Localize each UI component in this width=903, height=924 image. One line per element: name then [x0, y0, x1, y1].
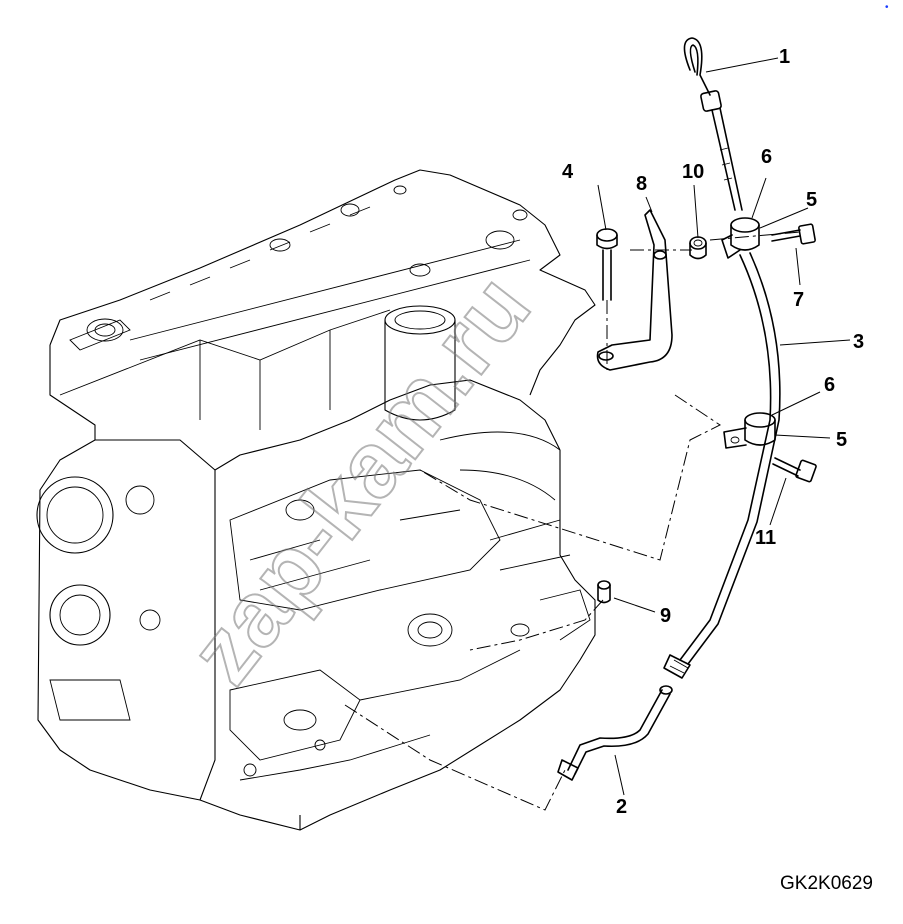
part-dipstick-handle [683, 37, 743, 211]
callout-6: 6 [824, 374, 835, 396]
part-spacer-10 [689, 236, 707, 260]
part-bolt-11 [772, 457, 817, 483]
part-bolt-7 [771, 223, 816, 245]
callout-10: 10 [682, 161, 704, 183]
part-lower-tube [557, 685, 673, 781]
callout-2: 2 [616, 796, 627, 818]
part-plug-9 [597, 580, 611, 604]
leader-lines [597, 57, 851, 796]
alignment-lines [344, 231, 801, 811]
part-upper-clamp [721, 217, 760, 259]
callout-5: 5 [806, 189, 817, 211]
engine-block [36, 169, 596, 831]
drawing-code: GK2K0629 [780, 873, 873, 894]
callout-8: 8 [636, 173, 647, 195]
part-guide-tube [663, 252, 781, 679]
callout-1: 1 [779, 46, 790, 68]
callout-5: 5 [836, 429, 847, 451]
callout-11: 11 [755, 527, 776, 549]
callout-3: 3 [853, 331, 864, 353]
callout-9: 9 [660, 605, 671, 627]
part-bracket-8 [596, 209, 673, 371]
callout-6: 6 [761, 146, 772, 168]
part-lower-clamp [723, 412, 776, 449]
corner-mark: • [885, 2, 889, 13]
watermark: zap-kam.ru [170, 257, 549, 703]
part-bolt-4 [596, 228, 618, 301]
callout-7: 7 [793, 289, 804, 311]
callouts: 1 6 4 8 10 5 7 3 6 5 11 9 2 [562, 46, 864, 818]
callout-4: 4 [562, 161, 574, 183]
